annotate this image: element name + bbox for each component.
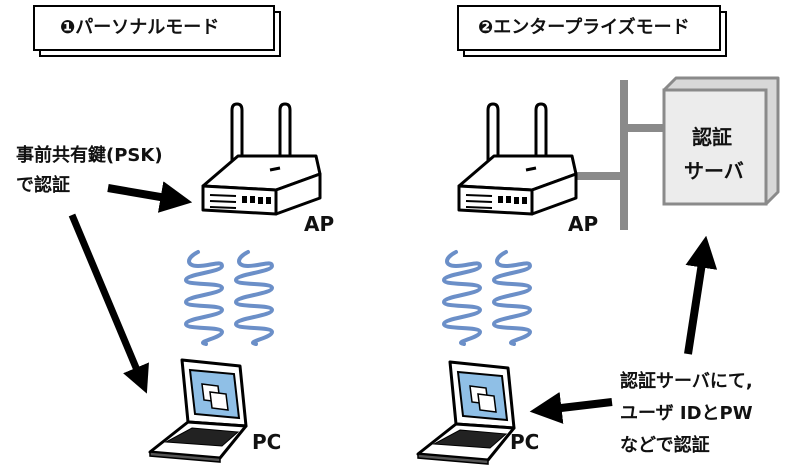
server-label-line2: サーバ bbox=[684, 159, 744, 183]
server-cabinet-icon bbox=[662, 76, 780, 206]
arrow-icon bbox=[107, 181, 193, 213]
pc-label-enterprise: PC bbox=[510, 430, 540, 454]
auth-caption-line2: ユーザ IDとPW bbox=[620, 403, 753, 424]
pc-label-personal: PC bbox=[252, 430, 282, 454]
enterprise-mode-title-box bbox=[457, 5, 727, 57]
psk-caption-line1: 事前共有鍵(PSK) bbox=[16, 145, 163, 166]
radio-wave-icon bbox=[234, 250, 274, 346]
arrow-icon bbox=[68, 213, 149, 394]
radio-wave-icon bbox=[442, 250, 482, 346]
personal-mode-title: ❶パーソナルモード bbox=[60, 17, 220, 38]
ap-label-enterprise: AP bbox=[568, 212, 599, 236]
ap-label-personal: AP bbox=[304, 212, 335, 236]
radio-wave-icon bbox=[492, 250, 532, 346]
wireless-router-icon bbox=[201, 102, 322, 216]
network-wiring bbox=[572, 80, 668, 230]
laptop-icon bbox=[148, 358, 248, 464]
enterprise-mode-title: ❷エンタープライズモード bbox=[478, 17, 690, 38]
radio-wave-icon bbox=[184, 250, 224, 346]
auth-caption-line1: 認証サーバにて, bbox=[620, 371, 753, 392]
laptop-icon bbox=[416, 360, 516, 466]
arrow-icon bbox=[684, 235, 718, 355]
auth-caption-line3: などで認証 bbox=[620, 435, 710, 456]
psk-caption-line2: で認証 bbox=[16, 175, 70, 196]
personal-mode-title-box bbox=[33, 5, 281, 57]
wireless-router-icon bbox=[457, 102, 578, 216]
server-label-line1: 認証 bbox=[692, 125, 732, 149]
arrow-icon bbox=[529, 392, 613, 424]
